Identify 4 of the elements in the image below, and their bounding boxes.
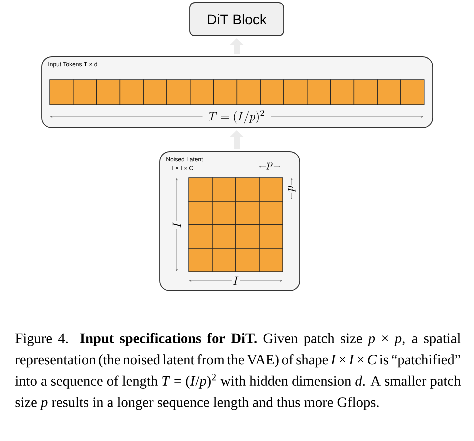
block-box: DiT Block	[190, 2, 284, 36]
dimension-label: $T = (I/p)^2$	[202, 109, 272, 125]
dimension-label: $p$	[266, 161, 274, 171]
caption: Figure 4. Input specifications for DiT. Given patch size p × p, a spatial representation (the noised latent from the VAE) of shape I × I × C is “patchified” into a sequence of length T = (I/p)$^{2}$ with hidden dimension d. A smaller patch size p results in a longer sequence length and thus more Gflops.	[16, 333, 462, 410]
